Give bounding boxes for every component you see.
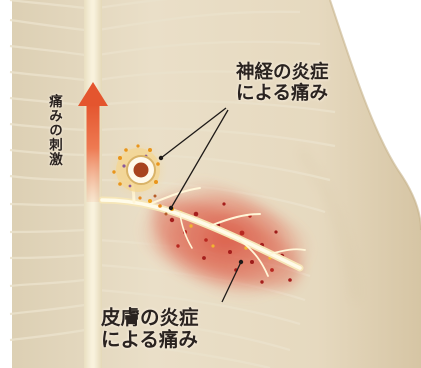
nerve-inflammation-label: 神経の炎症 による痛み (236, 62, 329, 105)
pain-stimulus-label: 痛みの刺激 (44, 94, 64, 167)
skin-inflammation-label: 皮膚の炎症 による痛み (101, 307, 199, 352)
nerve-label-line2: による痛み (236, 83, 329, 104)
dorsal-root-ganglion (108, 140, 168, 200)
torso (8, 0, 421, 368)
skin-label-line1: 皮膚の炎症 (101, 307, 199, 329)
nerve-label-line1: 神経の炎症 (236, 62, 329, 83)
skin-label-line2: による痛み (101, 329, 199, 351)
